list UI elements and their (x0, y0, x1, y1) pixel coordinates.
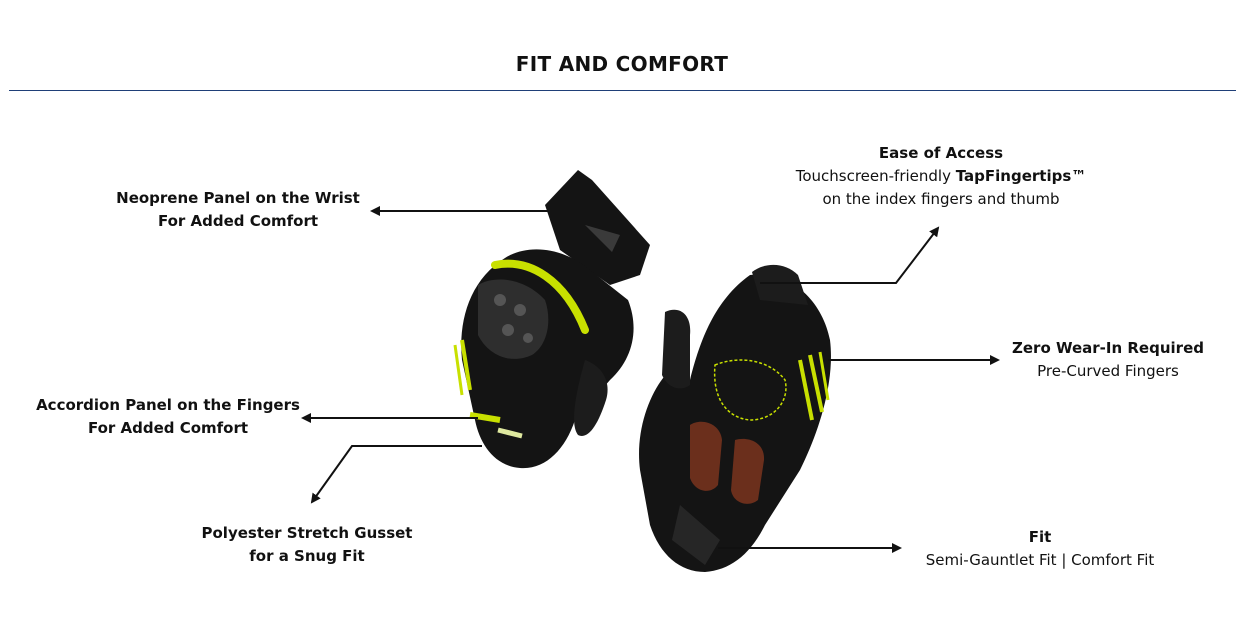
feature-zero-wear-in: Zero Wear-In Required Pre-Curved Fingers (1000, 337, 1216, 383)
feature-ease-title: Ease of Access (878, 144, 1004, 162)
feature-polyester-subtitle: for a Snug Fit (249, 547, 365, 565)
feature-ease-brand: TapFingertips™ (955, 167, 1087, 185)
arrow-icon (310, 445, 482, 504)
feature-ease-line2: on the index fingers and thumb (822, 190, 1060, 208)
feature-fit-title: Fit (1028, 528, 1052, 546)
glove-back-image (453, 170, 650, 469)
callout-arrows (301, 206, 1000, 553)
feature-accordion-title: Accordion Panel on the Fingers (36, 396, 300, 414)
feature-ease-line1-prefix: Touchscreen-friendly (795, 167, 956, 185)
feature-ease-line1: Touchscreen-friendly TapFingertips™ (780, 165, 1102, 188)
feature-fit-subtitle: Semi-Gauntlet Fit | Comfort Fit (925, 551, 1155, 569)
feature-polyester-title: Polyester Stretch Gusset (201, 524, 413, 542)
title-divider (9, 90, 1236, 91)
page-title: FIT AND COMFORT (515, 52, 729, 76)
feature-polyester: Polyester Stretch Gusset for a Snug Fit (195, 522, 419, 568)
arrow-icon (760, 226, 940, 284)
feature-zero-title: Zero Wear-In Required (1012, 339, 1204, 357)
feature-fit: Fit Semi-Gauntlet Fit | Comfort Fit (905, 526, 1175, 572)
feature-neoprene: Neoprene Panel on the Wrist For Added Co… (108, 187, 368, 233)
feature-neoprene-title: Neoprene Panel on the Wrist (116, 189, 360, 207)
feature-accordion: Accordion Panel on the Fingers For Added… (30, 394, 306, 440)
feature-zero-subtitle: Pre-Curved Fingers (1037, 362, 1179, 380)
glove-palm-image (639, 264, 831, 572)
feature-accordion-subtitle: For Added Comfort (87, 419, 249, 437)
feature-ease-of-access: Ease of Access Touchscreen-friendly TapF… (780, 142, 1102, 211)
feature-neoprene-subtitle: For Added Comfort (157, 212, 319, 230)
